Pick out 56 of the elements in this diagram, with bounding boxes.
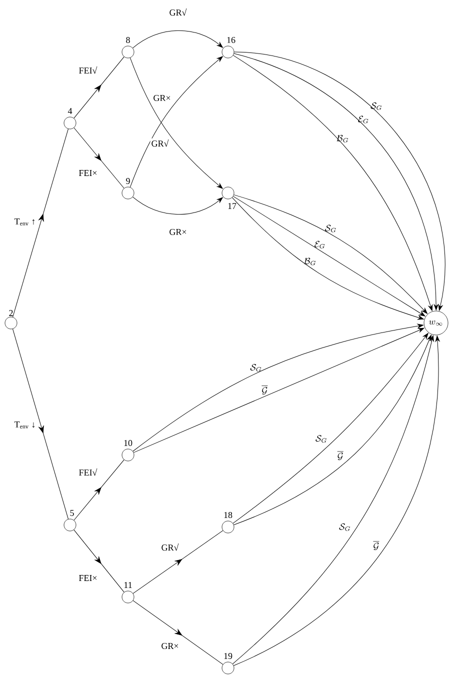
state-circle (122, 448, 134, 462)
edge-label: $\mathcal{E}_G$ (358, 116, 368, 124)
state-circle (222, 520, 234, 534)
arrow (74, 530, 124, 592)
edge-label: $\mathcal{S}_G$ (370, 102, 382, 110)
edge-label: $\mathcal{B}_G$ (304, 258, 316, 266)
arrow (132, 30, 223, 48)
arrow (132, 600, 224, 665)
state-circle (4, 316, 18, 330)
state-number: 16 (227, 36, 236, 44)
edge-label: $\mathcal{S}_G$ (316, 435, 326, 443)
state-circle (64, 518, 76, 532)
state-number: 17 (228, 203, 236, 209)
edge-label: FEI√ (78, 467, 98, 477)
edge-label: FEI× (78, 574, 98, 582)
edge-label: GR× (168, 228, 188, 236)
edge-label: $\mathcal{E}_G$ (314, 240, 325, 248)
state-circle (64, 116, 76, 130)
edge-label: GR√ (150, 138, 170, 148)
state-circle (122, 590, 134, 604)
edge-label: $\mathcal{S}_G$ (250, 364, 262, 372)
state-number: 8 (126, 36, 130, 44)
edge-label: $\mathcal{S}_G$ (339, 523, 350, 531)
edge-label: FEI√ (78, 65, 98, 75)
edge-label: FEI× (78, 169, 98, 177)
state-circle (222, 662, 234, 674)
edge-label: GR× (160, 642, 180, 650)
edge-label: $\overline{\mathcal{G}}$ (337, 451, 344, 460)
arrow (74, 56, 124, 118)
edge-label: $\overline{\mathcal{G}}$ (262, 386, 268, 394)
state-number: 18 (224, 512, 232, 518)
state-number: 19 (224, 652, 232, 660)
state-number: 5 (70, 510, 74, 516)
arrow (132, 530, 224, 594)
edge-label: $\overline{\mathcal{G}}$ (373, 541, 380, 550)
edge-label: GR√ (168, 7, 188, 17)
state-circle (222, 186, 234, 200)
edge-label: $\mathcal{B}_G$ (336, 134, 348, 142)
edge-label: T$_{env}$ ↑ (13, 218, 37, 226)
edge-label: $\mathcal{S}_G$ (325, 224, 336, 232)
state-number: 11 (124, 582, 132, 588)
edge-label: GR× (152, 94, 172, 102)
state-circle (122, 186, 134, 200)
arrow (132, 196, 223, 215)
arrow (74, 460, 124, 520)
state-number: 4 (68, 108, 72, 114)
arrow (12, 328, 69, 520)
state-circle (122, 46, 134, 58)
edge-label: GR√ (160, 542, 180, 552)
edge-label: T$_{env}$ ↓ (13, 420, 37, 430)
state-number: 10 (124, 440, 132, 446)
arrow (74, 128, 124, 188)
arrow (12, 128, 68, 318)
state-number: 2 (9, 310, 13, 316)
state-number: 9 (126, 178, 130, 184)
state-circle (222, 46, 234, 58)
